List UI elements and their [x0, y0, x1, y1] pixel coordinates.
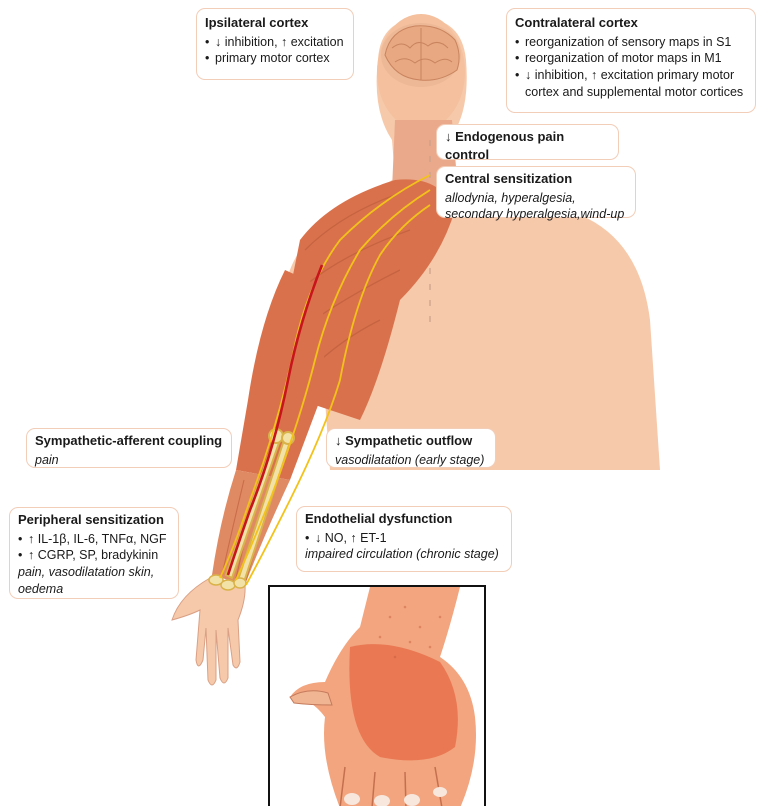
contralateral-cortex-title: Contralateral cortex [515, 14, 747, 32]
contralateral-bullet-2: reorganization of motor maps in M1 [515, 50, 747, 67]
sympathetic-afferent-coupling-box: Sympathetic-afferent coupling pain [26, 428, 232, 468]
endogenous-pain-control-box: ↓ Endogenous pain control pain [436, 124, 619, 160]
peripheral-bullet-2: ↑ CGRP, SP, bradykinin [18, 547, 170, 564]
central-sensitization-title: Central sensitization [445, 170, 627, 188]
endogenous-pain-control-title: ↓ Endogenous pain control [445, 128, 610, 163]
peripheral-sensitization-effect-2: oedema [18, 581, 170, 598]
ipsilateral-cortex-title: Ipsilateral cortex [205, 14, 345, 32]
contralateral-cortex-box: Contralateral cortex reorganization of s… [506, 8, 756, 113]
contralateral-bullet-3: ↓ inhibition, ↑ excitation primary motor… [515, 67, 747, 101]
sympathetic-afferent-coupling-title: Sympathetic-afferent coupling [35, 432, 223, 450]
central-sensitization-effect-1: allodynia, hyperalgesia, [445, 190, 627, 207]
peripheral-bullet-1: ↑ IL-1β, IL-6, TNFα, NGF [18, 531, 170, 548]
endothelial-dysfunction-box: Endothelial dysfunction ↓ NO, ↑ ET-1 imp… [296, 506, 512, 572]
peripheral-sensitization-effect-1: pain, vasodilatation skin, [18, 564, 170, 581]
sympathetic-outflow-box: ↓ Sympathetic outflow vasodilatation (ea… [326, 428, 496, 468]
hand [172, 578, 245, 685]
sympathetic-outflow-effect: vasodilatation (early stage) [335, 452, 487, 469]
sympathetic-afferent-coupling-effect: pain [35, 452, 223, 469]
sympathetic-outflow-title: ↓ Sympathetic outflow [335, 432, 487, 450]
contralateral-bullet-1: reorganization of sensory maps in S1 [515, 34, 747, 51]
endothelial-dysfunction-title: Endothelial dysfunction [305, 510, 503, 528]
inflamed-hand-illustration [270, 587, 486, 806]
central-sensitization-effect-2: secondary hyperalgesia,wind-up [445, 206, 627, 223]
ipsilateral-bullet-2: primary motor cortex [205, 50, 345, 67]
endothelial-dysfunction-effect: impaired circulation (chronic stage) [305, 546, 503, 563]
ipsilateral-bullet-1: ↓ inhibition, ↑ excitation [205, 34, 345, 51]
ipsilateral-cortex-box: Ipsilateral cortex ↓ inhibition, ↑ excit… [196, 8, 354, 80]
endothelial-bullet-1: ↓ NO, ↑ ET-1 [305, 530, 503, 547]
peripheral-sensitization-title: Peripheral sensitization [18, 511, 170, 529]
peripheral-sensitization-box: Peripheral sensitization ↑ IL-1β, IL-6, … [9, 507, 179, 599]
central-sensitization-box: Central sensitization allodynia, hyperal… [436, 166, 636, 218]
brain-icon [381, 23, 461, 87]
inset-hand-image [268, 585, 486, 806]
